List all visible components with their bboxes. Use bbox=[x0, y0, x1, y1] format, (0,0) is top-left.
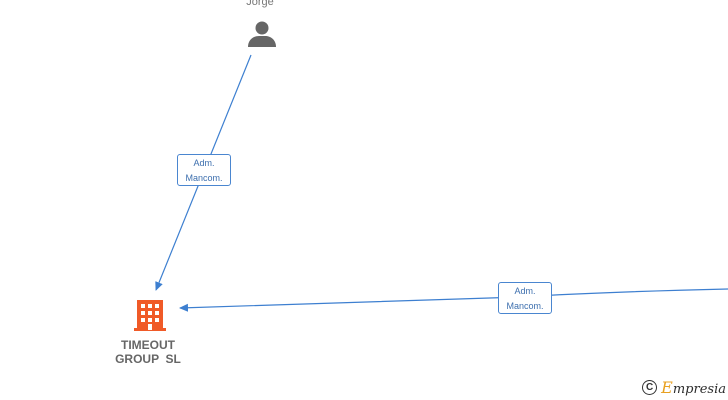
edge-label-role: Adm. Mancom. bbox=[498, 282, 552, 314]
company-name-line-1: TIMEOUT bbox=[121, 338, 175, 352]
company-name-label[interactable]: TIMEOUT GROUP SL bbox=[98, 338, 198, 366]
building-icon[interactable] bbox=[134, 300, 166, 331]
edge-label-line-1: Adm. bbox=[193, 158, 215, 168]
edge-label-role: Adm. Mancom. bbox=[177, 154, 231, 186]
brand-logo: Empresia bbox=[661, 377, 726, 397]
person-icon[interactable] bbox=[248, 21, 276, 48]
person-name-label[interactable]: Jorge bbox=[246, 0, 274, 8]
brand-watermark: C Empresia bbox=[642, 377, 726, 397]
edge-label-line-1: Adm. bbox=[514, 286, 536, 296]
edge-right-to-company bbox=[179, 288, 728, 312]
edge-label-line-2: Mancom. bbox=[185, 173, 223, 183]
company-name-line-2: GROUP SL bbox=[115, 352, 181, 366]
copyright-icon: C bbox=[642, 379, 658, 395]
edge-label-line-2: Mancom. bbox=[506, 301, 544, 311]
